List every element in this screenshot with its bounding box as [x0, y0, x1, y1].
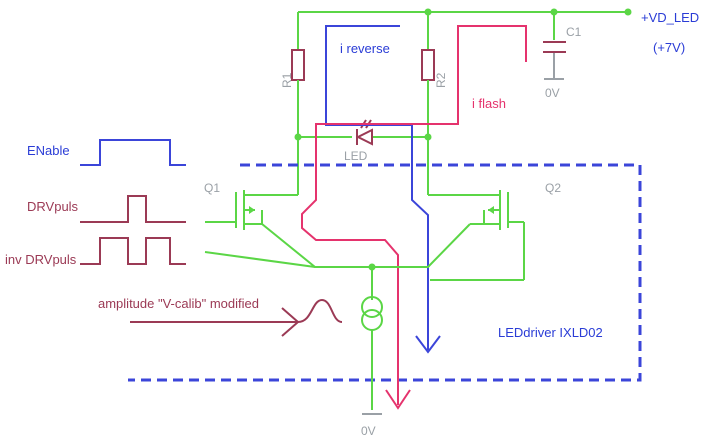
- capacitor-c1: [543, 41, 566, 80]
- r1-label: R1: [280, 72, 294, 88]
- amplitude-arrow: [130, 298, 343, 337]
- enable-waveform: [80, 139, 186, 166]
- drvpuls-waveform: [80, 195, 186, 223]
- supply-voltage-label: (+7V): [653, 40, 685, 55]
- inv-drvpuls-label: inv DRVpuls: [5, 252, 77, 267]
- c1-ground-label: 0V: [545, 86, 560, 100]
- inv-drvpuls-waveform: [80, 237, 186, 265]
- resistor-r1: [291, 49, 305, 195]
- current-source: [361, 263, 383, 415]
- supply-rail: [297, 8, 632, 50]
- q2-label: Q2: [545, 181, 561, 195]
- drvpuls-label: DRVpuls: [27, 199, 79, 214]
- i-reverse-label: i reverse: [340, 41, 390, 56]
- amplitude-label: amplitude "V-calib" modified: [98, 296, 259, 311]
- enable-label: ENable: [27, 143, 70, 158]
- driver-box: [128, 163, 642, 382]
- i-flash-label: i flash: [472, 96, 506, 111]
- transistor-q1: [204, 190, 471, 268]
- transistor-q2: [428, 190, 525, 281]
- driver-label: LEDdriver IXLD02: [498, 325, 603, 340]
- c1-label: C1: [566, 25, 582, 39]
- q1-label: Q1: [204, 181, 220, 195]
- r2-label: R2: [434, 72, 448, 88]
- i-flash-path: [301, 25, 527, 410]
- supply-label: +VD_LED: [641, 10, 699, 25]
- resistor-r2: [421, 49, 435, 195]
- led-label: LED: [344, 149, 368, 163]
- bottom-ground-label: 0V: [361, 424, 376, 438]
